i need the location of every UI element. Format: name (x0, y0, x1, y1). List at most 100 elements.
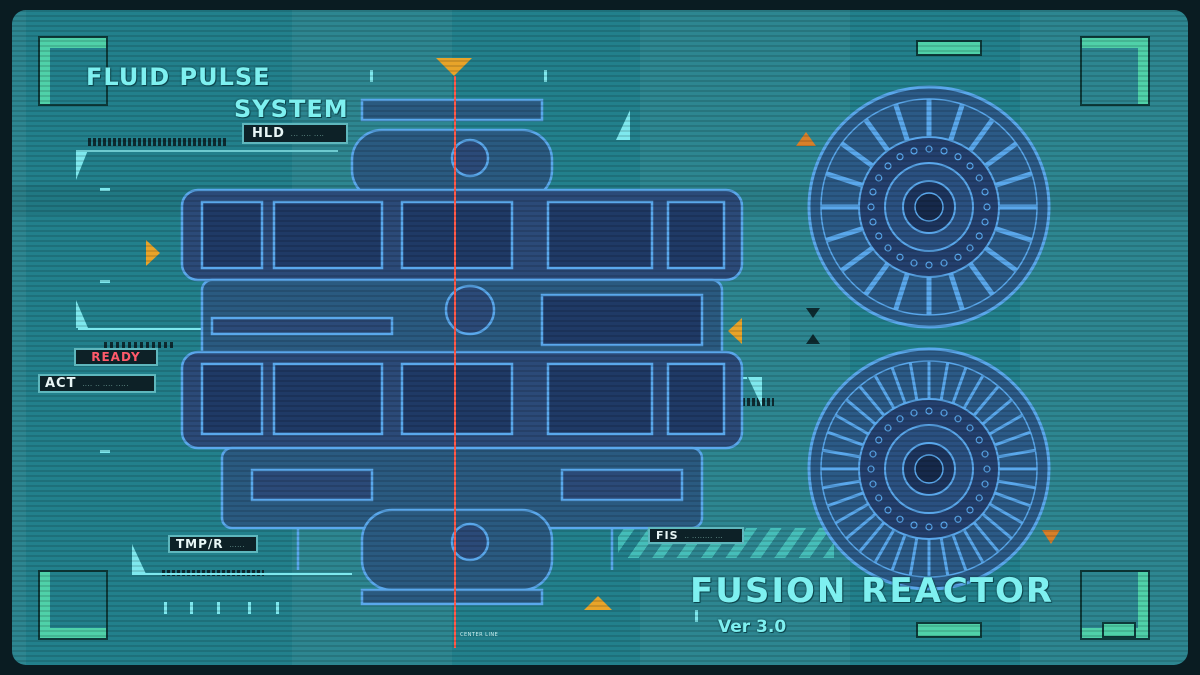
reactor-part (975, 174, 983, 182)
hud-screen: CENTER LINE FLUID PULSE SYSTEM HLD··· ··… (12, 10, 1188, 665)
reactor-part (954, 415, 962, 423)
marker-left-triangle (728, 318, 742, 344)
reactor-part (994, 226, 1033, 243)
reactor-part (873, 374, 896, 410)
tmp-r-indicator: TMP/R······ (168, 535, 258, 553)
reactor-part (822, 479, 861, 490)
reactor-part (940, 259, 948, 267)
reactor-part (875, 436, 883, 444)
reactor-part (972, 385, 1000, 417)
reactor-part (981, 450, 989, 458)
reactor-part (896, 253, 904, 261)
reactor-part (981, 218, 989, 226)
center-line-label: CENTER LINE (460, 632, 499, 638)
corner-bracket-top-right (1082, 38, 1148, 104)
reactor-part (972, 521, 1000, 553)
reactor-part (984, 246, 1018, 273)
reactor-part (869, 218, 877, 226)
ready-label: READY (91, 350, 141, 364)
reactor-part (840, 246, 874, 273)
hld-label: HLD (252, 126, 285, 141)
reactor-part (981, 480, 989, 488)
reactor-part (884, 244, 892, 252)
reactor-part (925, 261, 933, 269)
reactor-part (994, 430, 1031, 447)
reactor-part (988, 502, 1024, 525)
reactor-part (968, 118, 995, 152)
reactor-part (893, 272, 910, 311)
tick-mark (544, 70, 547, 82)
reactor-part (896, 415, 904, 423)
reactor-part (908, 537, 919, 576)
system-title-line2: SYSTEM (234, 95, 349, 123)
reactor-part (966, 244, 974, 252)
reactor-part (925, 523, 933, 531)
reactor-part (939, 362, 950, 401)
reactor-part (940, 409, 948, 417)
tick-mark (248, 602, 251, 614)
reactor-part (966, 162, 974, 170)
fis-indicator: FIS·· ········ ··· (648, 527, 744, 544)
reactor-part (962, 374, 985, 410)
reactor-part (893, 103, 910, 142)
reactor-part (975, 232, 983, 240)
reactor-part (908, 362, 919, 401)
reactor-part (884, 162, 892, 170)
reactor-part (983, 465, 991, 473)
tick-mark (164, 602, 167, 614)
reactor-part (827, 430, 864, 447)
reactor-part (845, 398, 877, 426)
reactor-part (858, 385, 886, 417)
reactor-part (914, 454, 944, 484)
reactor-part (873, 528, 896, 564)
reactor-part (896, 153, 904, 161)
reactor-part (825, 171, 864, 188)
tick-mark (217, 602, 220, 614)
reactor-part (822, 448, 861, 459)
pointer-triangle (616, 110, 630, 140)
data-barcode (104, 342, 174, 348)
guide-line (78, 150, 338, 152)
reactor-part (867, 465, 875, 473)
tick-mark (190, 602, 193, 614)
indicator-bar (1102, 622, 1136, 638)
reactor-part (910, 409, 918, 417)
reactor-part (981, 188, 989, 196)
reactor-part (940, 147, 948, 155)
reactor-part (825, 226, 864, 243)
reactor-part (994, 171, 1033, 188)
reactor-part (867, 203, 875, 211)
guide-line (132, 573, 352, 575)
pointer-triangle (76, 150, 88, 180)
reactor-part (981, 512, 1013, 540)
ready-status: READY (74, 348, 158, 366)
reactor-part (968, 262, 995, 296)
reactor-part (890, 534, 907, 571)
pointer-triangle (748, 377, 762, 407)
reactor-part (896, 515, 904, 523)
reactor-part (858, 521, 886, 553)
fluid-pulse-engine-blueprint (180, 98, 744, 606)
reactor-part (966, 424, 974, 432)
reactor-part (981, 398, 1013, 426)
reactor-part (948, 103, 965, 142)
marker-up-triangle (584, 596, 612, 610)
reactor-part (997, 448, 1036, 459)
reactor-part (890, 367, 907, 404)
reactor-part (827, 491, 864, 508)
reactor-part (951, 534, 968, 571)
reactor-part (975, 494, 983, 502)
data-barcode (88, 138, 228, 146)
reactor-version: Ver 3.0 (718, 617, 787, 637)
reactor-part (884, 506, 892, 514)
corner-bracket-top-left (40, 38, 106, 104)
tick-mark (695, 610, 698, 622)
small-down-triangle (806, 308, 820, 318)
reactor-part (875, 494, 883, 502)
pointer-triangle (76, 300, 88, 328)
marker-right-triangle (146, 240, 160, 266)
tick-mark (100, 280, 110, 283)
reactor-part (966, 506, 974, 514)
system-title-line1: FLUID PULSE (86, 63, 271, 91)
tick-mark (100, 188, 110, 191)
